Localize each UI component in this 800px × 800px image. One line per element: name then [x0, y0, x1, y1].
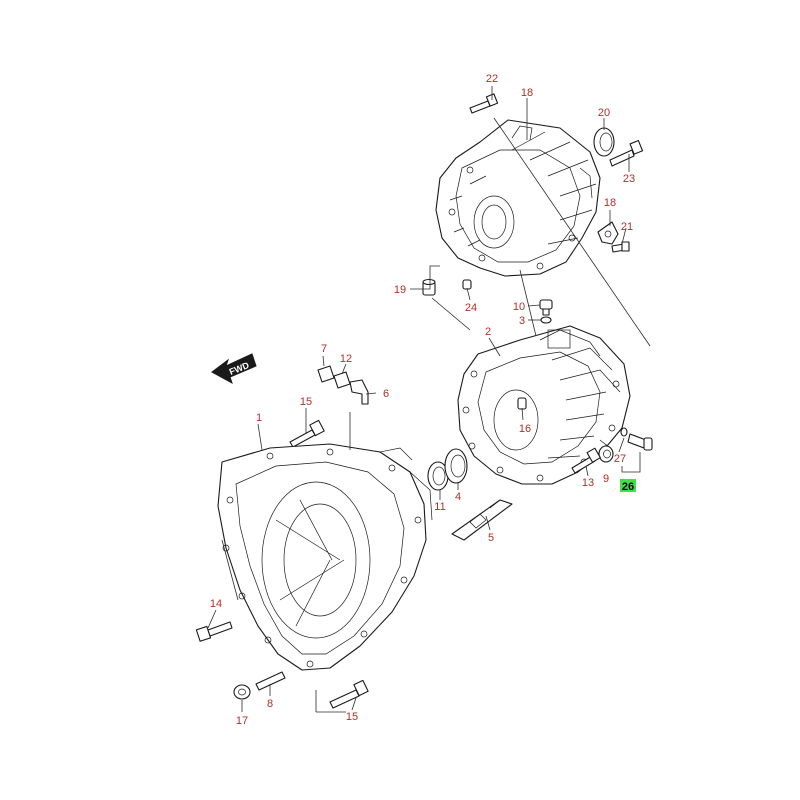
callout-4: 4: [455, 491, 461, 503]
callout-19: 18: [521, 87, 533, 99]
part-8-stud: [255, 671, 286, 691]
callout-7: 7: [321, 343, 327, 355]
callout-20: 19: [394, 284, 406, 296]
part-3-gasket: [540, 316, 552, 324]
callout-27: 27: [614, 453, 626, 465]
callout-6: 6: [383, 388, 389, 400]
part-9-plug: [598, 445, 614, 463]
callout-1: 1: [256, 412, 262, 424]
part-12-hose: [333, 371, 351, 389]
callout-17: 17: [236, 715, 248, 727]
leader-lines: [207, 86, 651, 713]
part-2-transmission-case: [457, 325, 631, 485]
part-10-drain-plug: [539, 299, 553, 316]
part-5-guide: [451, 499, 513, 541]
callout-14: 14: [210, 598, 222, 610]
part-23-bolt: [469, 93, 499, 114]
part-15-bolt-bottom: [329, 679, 369, 709]
part-17-nut: [233, 684, 251, 700]
callout-3: 3: [519, 315, 525, 327]
part-21-oil-seal: [593, 127, 615, 157]
part-4-oil-seal: [444, 448, 468, 484]
callout-22: 21: [621, 221, 633, 233]
callout-labels: 22 18 20 23 18 21 19 24 10 3 2 16 9 27 2…: [210, 73, 635, 727]
callout-23: 22: [486, 73, 498, 85]
part-20-plug: [422, 278, 436, 296]
part-22-bolt: [611, 241, 630, 253]
callout-16: 16: [519, 423, 531, 435]
part-26-switch: [627, 433, 653, 451]
callout-21: 20: [598, 107, 610, 119]
part-25-pin: [462, 279, 472, 290]
fwd-label: FWD: [228, 360, 251, 377]
part-13-bolt: [571, 447, 601, 474]
part-14-bolt: [195, 621, 233, 642]
callout-8: 8: [267, 698, 273, 710]
callout-2: 2: [485, 326, 491, 338]
callout-10: 10: [513, 301, 525, 313]
part-27-o-ring: [620, 427, 628, 437]
part-7-union: [317, 365, 335, 383]
fwd-arrow-icon: FWD: [211, 353, 257, 385]
part-24-bolt: [609, 140, 644, 167]
part-16-pin: [517, 397, 527, 410]
callout-15-top: 15: [300, 396, 312, 408]
callout-12: 12: [340, 353, 352, 365]
callout-9: 9: [603, 473, 609, 485]
part-1-clutch-housing: [217, 443, 433, 671]
callout-13: 13: [582, 477, 594, 489]
callout-11: 11: [434, 501, 445, 513]
part-19-extension-case: [435, 119, 601, 277]
part-15-bolt-top: [289, 419, 325, 448]
callout-5: 5: [488, 532, 494, 544]
callout-24: 23: [623, 173, 635, 185]
highlight-box-26: [620, 479, 636, 492]
part-6-pipe: [349, 379, 369, 405]
callout-15-bottom: 15: [346, 711, 358, 723]
part-18-bracket: [597, 221, 619, 245]
callout-18: 18: [604, 197, 616, 209]
callout-26: 26: [622, 481, 634, 493]
callout-25: 24: [465, 302, 477, 314]
